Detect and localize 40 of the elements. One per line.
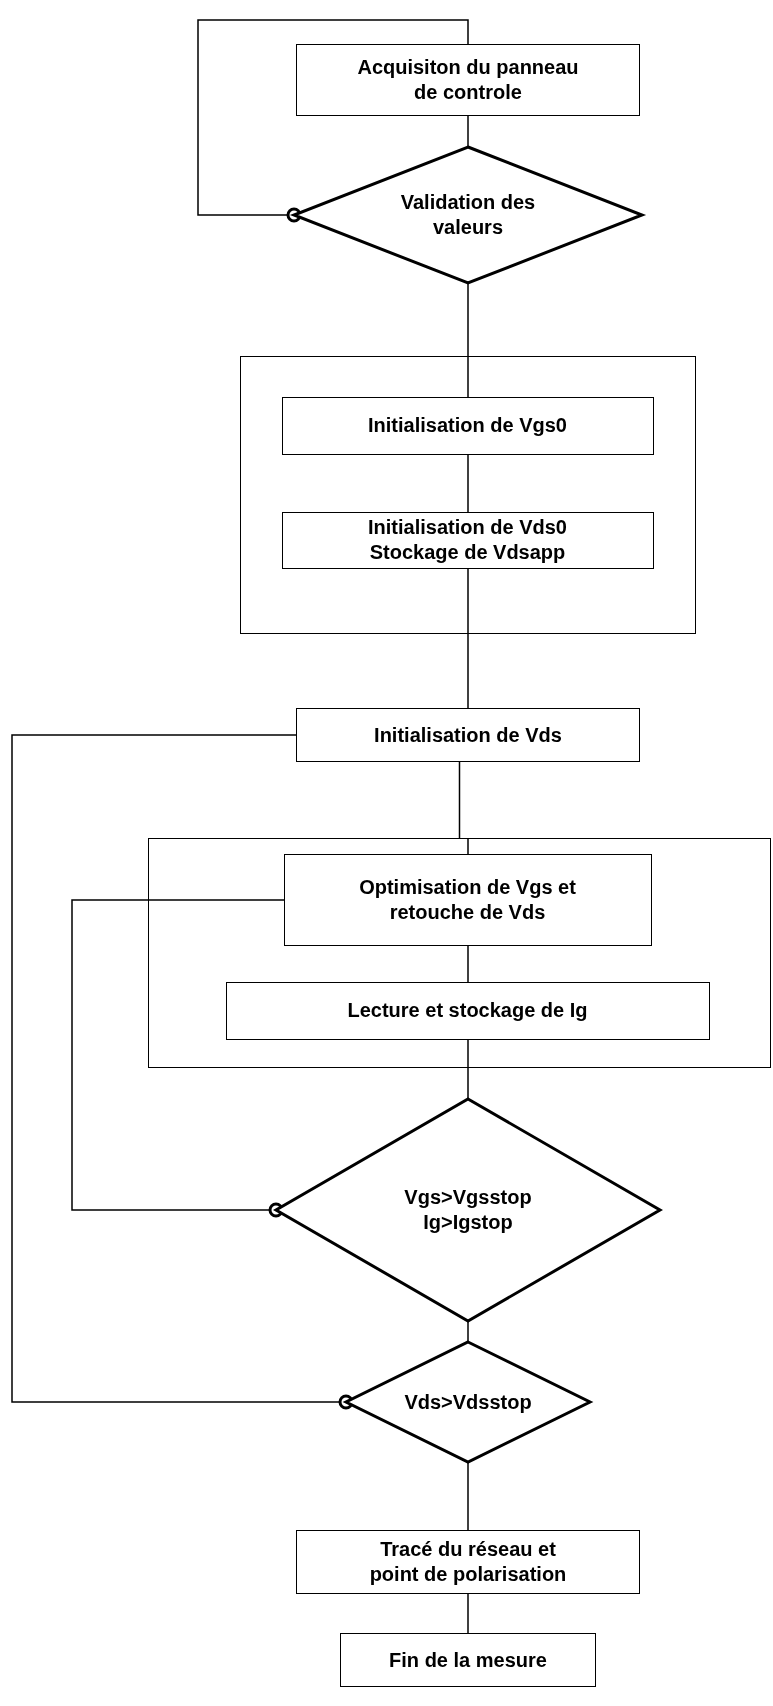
process-box	[296, 708, 640, 762]
step-text: Ig>Igstop	[423, 1210, 513, 1235]
process-box	[281, 511, 654, 569]
connector-line	[458, 761, 461, 839]
step-text: Initialisation de Vds0	[368, 515, 567, 540]
process-box	[340, 1633, 596, 1687]
step-text: Lecture et stockage de Ig	[347, 998, 588, 1023]
step-text: Optimisation de Vgs et retouche de Vds	[358, 874, 577, 925]
step-text: Fin de la mesure	[389, 1647, 547, 1673]
group-frame	[240, 356, 696, 634]
connector-line	[467, 1461, 469, 1531]
connector-line	[467, 1039, 469, 1069]
connector-line	[467, 115, 469, 148]
step-text: Initialisation de Vgs0	[368, 413, 567, 438]
group-frame	[148, 838, 771, 1068]
process-box	[225, 981, 710, 1040]
connector-line	[467, 1593, 469, 1634]
connector-line	[467, 837, 469, 855]
process-box	[296, 44, 640, 116]
step-text: Tracé du réseau et point de polarisation	[368, 1537, 568, 1587]
connector-line	[467, 282, 469, 357]
connector-line	[467, 355, 469, 398]
connector-line	[467, 945, 469, 983]
step-text: Stockage de Vdsapp	[369, 540, 566, 565]
process-box	[281, 396, 654, 455]
connector-line	[467, 568, 469, 635]
step-text: Validation des valeurs	[399, 190, 537, 240]
connector-line	[71, 899, 285, 1218]
connector-line	[11, 734, 354, 1410]
connector-line	[467, 1067, 469, 1100]
step-text: Vgs>Vgsstop	[404, 1185, 532, 1210]
step-text: Acquisiton du panneau de controle	[356, 55, 580, 105]
step-text: Initialisation de Vds	[374, 722, 562, 748]
connector-line	[467, 454, 469, 513]
process-box	[296, 1530, 640, 1594]
connector-line	[197, 19, 469, 223]
step-text: Vds>Vdsstop	[404, 1389, 532, 1415]
process-box	[283, 853, 652, 946]
connector-line	[467, 633, 469, 709]
connector-line	[467, 1320, 469, 1343]
